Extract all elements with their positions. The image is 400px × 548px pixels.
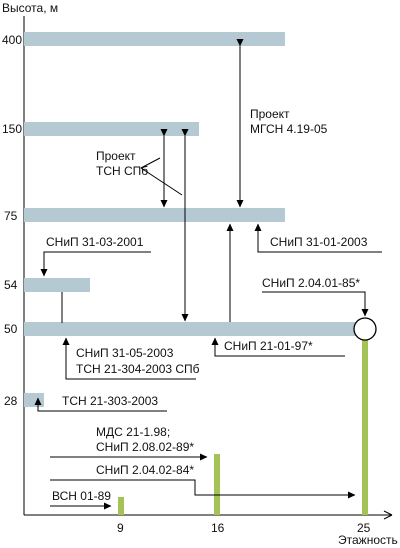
leader-tsn-spb-lower bbox=[140, 167, 183, 196]
label-snip-21-01: СНиП 21-01-97* bbox=[224, 339, 313, 353]
y-tick-75: 75 bbox=[4, 209, 18, 223]
y-tick-28: 28 bbox=[4, 394, 18, 408]
y-tick-54: 54 bbox=[4, 278, 18, 292]
label-tsn-spb-line1: Проект bbox=[96, 149, 136, 163]
post-25-marker-circle bbox=[353, 317, 377, 341]
x-axis-title: Этажность bbox=[338, 533, 398, 547]
band-150 bbox=[24, 122, 199, 136]
leader-snip-31-05 bbox=[62, 337, 196, 380]
label-tsn-21-303: ТСН 21-303-2003 bbox=[62, 394, 158, 408]
label-snip-31-03: СНиП 31-03-2001 bbox=[46, 235, 144, 249]
label-vsn-01-89: ВСН 01-89 bbox=[52, 489, 111, 503]
leader-snip-2-04-01 bbox=[262, 291, 369, 317]
label-snip-31-05-line1: СНиП 31-05-2003 bbox=[76, 346, 174, 360]
leader-snip-31-01 bbox=[254, 223, 382, 253]
leader-tsn-21-303 bbox=[34, 397, 167, 412]
label-snip-31-01: СНиП 31-01-2003 bbox=[270, 235, 368, 249]
label-mds-line2: СНиП 2.08.02-89* bbox=[96, 440, 194, 454]
leader-snip-2-04-02 bbox=[50, 479, 356, 499]
leader-snip-21-01 bbox=[211, 337, 345, 357]
y-tick-400: 400 bbox=[2, 33, 22, 47]
band-50 bbox=[24, 322, 364, 336]
post-16-floors bbox=[214, 454, 220, 515]
post-25-floors bbox=[362, 336, 368, 515]
y-axis-title: Высота, м bbox=[2, 1, 58, 15]
x-tick-25: 25 bbox=[357, 521, 371, 535]
post-9-floors bbox=[118, 497, 124, 515]
band-28 bbox=[24, 393, 44, 407]
label-tsn-spb-line2: ТСН СПб bbox=[96, 164, 148, 178]
leader-tsn-spb-upper bbox=[140, 157, 161, 169]
y-tick-50: 50 bbox=[4, 322, 18, 336]
x-axis-arrowhead bbox=[383, 510, 393, 516]
label-snip-31-05-line2: ТСН 21-304-2003 СПб bbox=[76, 362, 200, 376]
band-400 bbox=[24, 32, 285, 46]
leader-snip-31-03 bbox=[40, 251, 151, 277]
label-mgsn-line2: МГСН 4.19-05 bbox=[250, 122, 328, 136]
x-tick-9: 9 bbox=[117, 521, 124, 535]
band-54 bbox=[24, 278, 90, 292]
band-75 bbox=[24, 208, 285, 222]
label-mds-line1: МДС 21-1.98; bbox=[96, 425, 170, 439]
x-axis-arrowhead-lower bbox=[383, 514, 393, 520]
x-tick-16: 16 bbox=[211, 521, 225, 535]
label-snip-2-04-02: СНиП 2.04.02-84* bbox=[96, 463, 194, 477]
y-tick-150: 150 bbox=[2, 122, 22, 136]
label-snip-2-04-01: СНиП 2.04.01-85* bbox=[262, 276, 360, 290]
label-mgsn-line1: Проект bbox=[250, 107, 290, 121]
